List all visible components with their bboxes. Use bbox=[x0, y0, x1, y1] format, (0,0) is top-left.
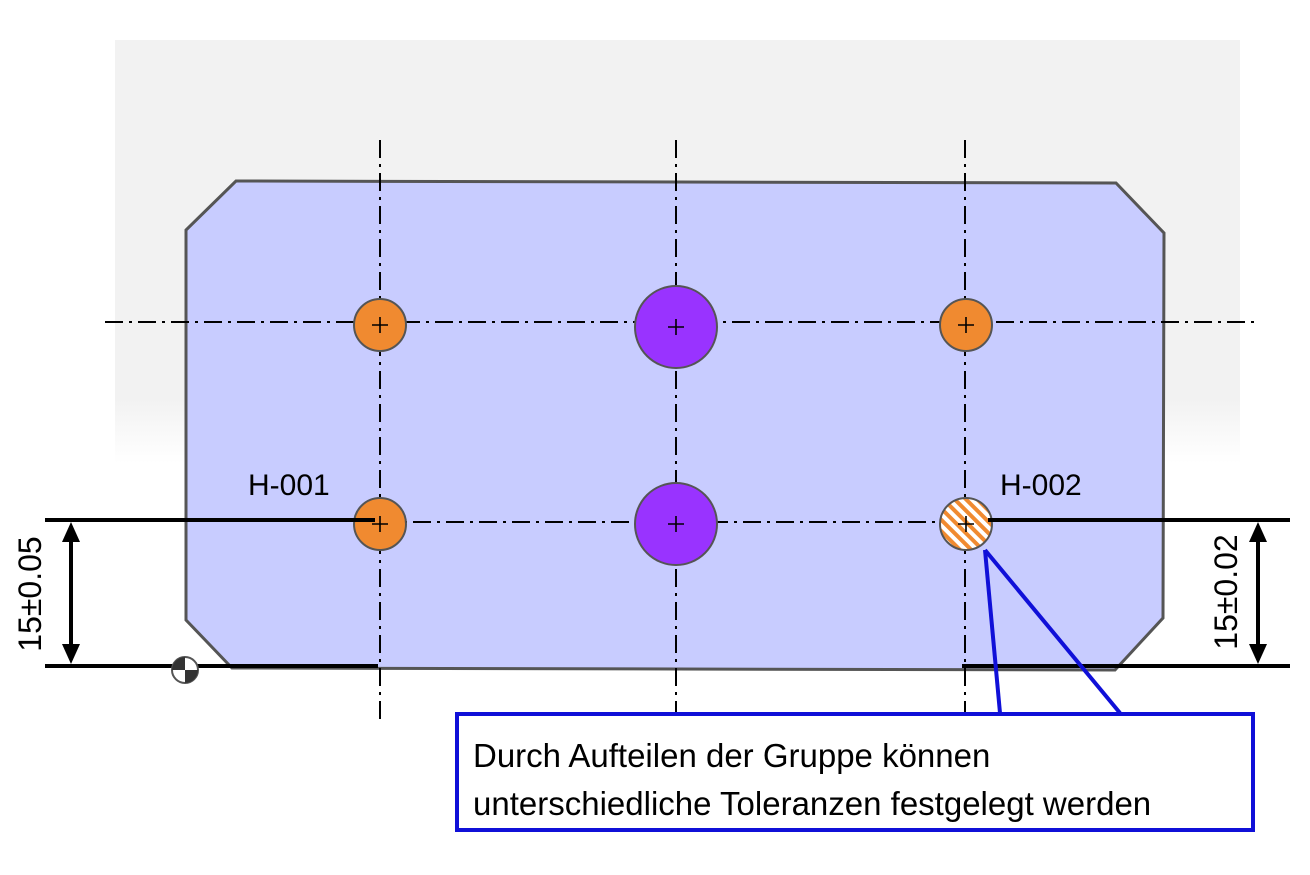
hole-center-marks bbox=[372, 317, 974, 532]
datum-origin-icon bbox=[171, 656, 199, 684]
dimension-text-right: 15±0.02 bbox=[1208, 534, 1244, 649]
plate bbox=[184, 179, 1166, 672]
arrow-down-icon bbox=[62, 644, 80, 664]
callout-box: Durch Aufteilen der Gruppe können unters… bbox=[455, 712, 1255, 832]
hole-label-h-001: H-001 bbox=[248, 469, 330, 502]
hole-label-h-002: H-002 bbox=[1000, 469, 1082, 502]
dimension-lines bbox=[45, 518, 1290, 668]
callout-text-line-1: Durch Aufteilen der Gruppe können bbox=[473, 737, 991, 774]
callout-text-line-2: unterschiedliche Toleranzen festgelegt w… bbox=[473, 785, 1152, 822]
arrow-down-icon bbox=[1249, 644, 1267, 664]
arrow-up-icon bbox=[1249, 522, 1267, 542]
dimension-text-left: 15±0.05 bbox=[12, 536, 48, 651]
callout-leader bbox=[983, 548, 1122, 715]
arrow-up-icon bbox=[62, 522, 80, 542]
dimension-arrows bbox=[62, 522, 1267, 664]
